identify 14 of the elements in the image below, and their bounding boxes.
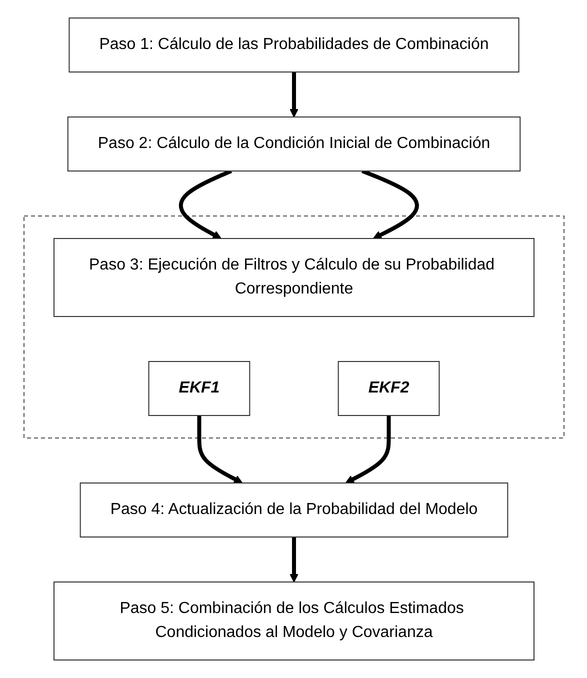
arrow bbox=[196, 416, 242, 484]
arrow bbox=[289, 72, 298, 118]
node-box: EKF2 bbox=[337, 361, 440, 416]
cluster bbox=[23, 216, 564, 438]
node-box: Paso 5: Combinación de los Cálculos Estimados Condicionados al Modelo y Covarianza bbox=[53, 582, 534, 660]
arrow bbox=[178, 169, 232, 239]
node-box: Paso 2: Cálculo de la Condición Inicial de Combinación bbox=[66, 116, 520, 172]
node-box: EKF1 bbox=[148, 361, 250, 416]
arrow bbox=[289, 537, 298, 582]
node-box: Paso 1: Cálculo de las Probabilidades de Combinación bbox=[68, 18, 519, 72]
arrow bbox=[360, 169, 418, 239]
arrow bbox=[344, 416, 390, 484]
node-box: Paso 3: Ejecución de Filtros y Cálculo de su Probabilidad Correspondiente bbox=[53, 238, 534, 317]
node-box: Paso 4: Actualización de la Probabilidad del Modelo bbox=[79, 482, 508, 538]
